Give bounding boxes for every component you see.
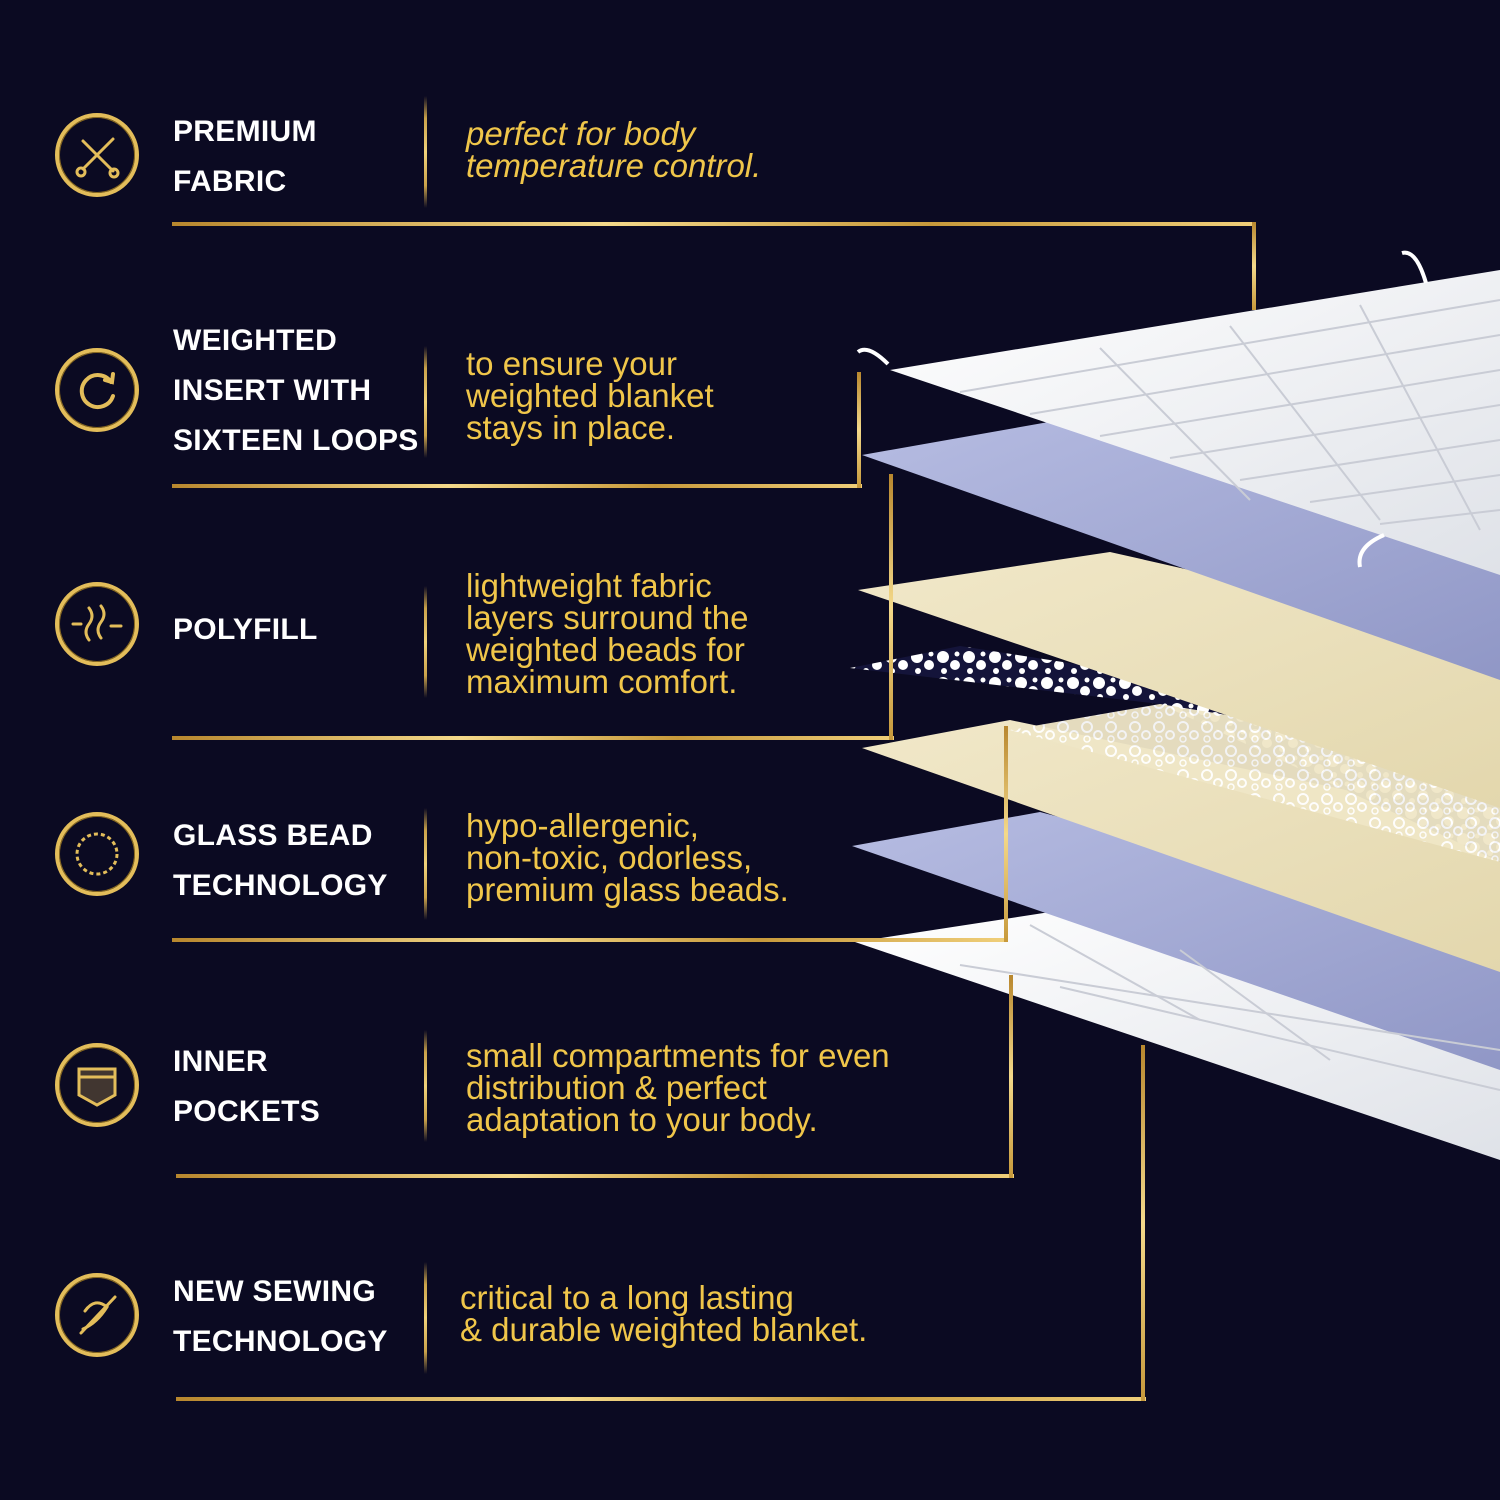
connector-line xyxy=(1009,975,1013,1178)
feature-description: critical to a long lasting & durable wei… xyxy=(460,1279,868,1348)
connector-line xyxy=(172,938,1008,942)
connector-line xyxy=(889,474,893,740)
divider xyxy=(424,1262,427,1374)
loop-tabs xyxy=(856,250,1428,568)
feature-title: WEIGHTED INSERT WITH SIXTEEN LOOPS xyxy=(173,324,419,457)
feature-description: small compartments for even distribution… xyxy=(466,1037,890,1138)
connector-line xyxy=(172,736,894,740)
connector-line xyxy=(1141,1045,1145,1401)
fiber-wave-icon xyxy=(55,582,139,666)
scissors-needle-icon xyxy=(55,113,139,197)
divider xyxy=(424,808,427,920)
feature-title: NEW SEWING TECHNOLOGY xyxy=(173,1275,388,1358)
feature-description: perfect for body temperature control. xyxy=(466,115,762,184)
divider xyxy=(424,1030,427,1142)
divider xyxy=(424,586,427,698)
connector-line xyxy=(172,484,862,488)
connector-line xyxy=(1252,222,1256,310)
feature-description: hypo-allergenic, non-toxic, odorless, pr… xyxy=(466,807,789,908)
quilting-lines xyxy=(959,299,1500,531)
divider xyxy=(424,96,427,208)
connector-line xyxy=(1004,726,1008,942)
feature-title: POLYFILL xyxy=(173,613,318,646)
connector-line xyxy=(176,1397,1146,1401)
connector-line xyxy=(176,1174,1014,1178)
feature-description: to ensure your weighted blanket stays in… xyxy=(466,345,714,446)
bead-ring-icon xyxy=(55,812,139,896)
feature-title: INNER POCKETS xyxy=(173,1045,321,1128)
divider xyxy=(424,346,427,458)
connector-line xyxy=(172,222,1256,226)
sewing-needle-icon xyxy=(55,1273,139,1357)
loop-arrow-icon xyxy=(55,348,139,432)
quilting-lines-bottom xyxy=(959,924,1500,1091)
bottom-blue-layer xyxy=(852,812,1500,1070)
feature-title: PREMIUM FABRIC xyxy=(173,115,317,198)
lower-polyfill-layer xyxy=(862,720,1500,972)
feature-title: GLASS BEAD TECHNOLOGY xyxy=(173,819,388,902)
top-shell-layer xyxy=(890,270,1500,575)
feature-description: lightweight fabric layers surround the w… xyxy=(466,567,749,700)
pocket-icon xyxy=(55,1043,139,1127)
connector-line xyxy=(857,372,861,488)
